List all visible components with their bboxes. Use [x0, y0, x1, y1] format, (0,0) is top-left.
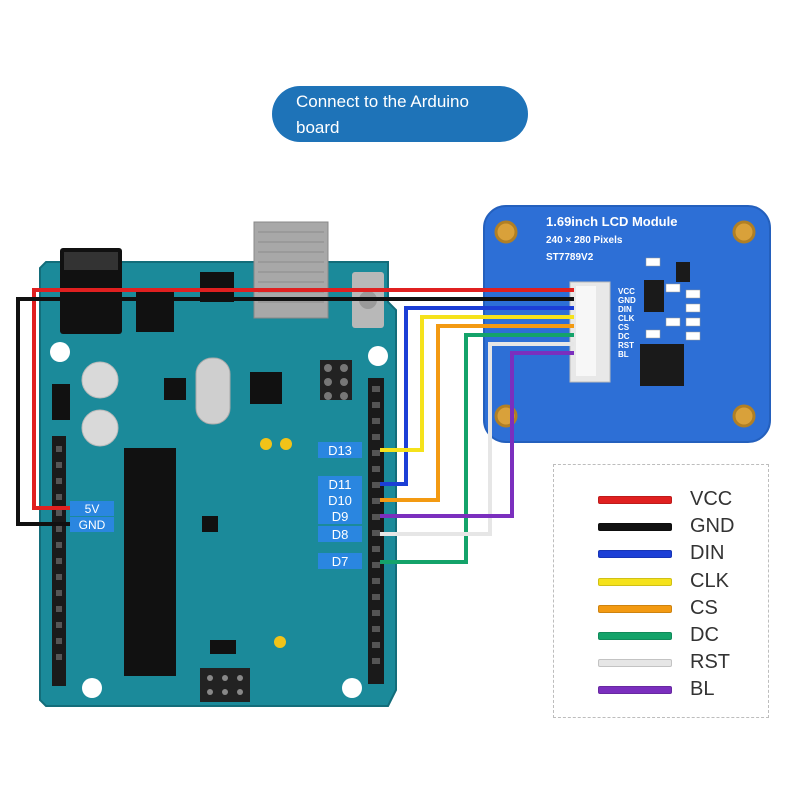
legend-label: RST — [690, 651, 730, 674]
mount-hole — [368, 346, 388, 366]
wire-gnd — [16, 297, 574, 526]
wire-din — [380, 306, 574, 486]
lcd-pin-clk: CLK — [618, 314, 635, 323]
label-d7: D7 — [332, 554, 349, 569]
label-d9: D9 — [332, 509, 349, 524]
lcd-module: 1.69inch LCD Module 240 × 280 Pixels ST7… — [483, 205, 771, 443]
wire-cs — [380, 324, 574, 502]
capacitor — [81, 361, 119, 399]
legend-swatch — [598, 523, 672, 532]
legend-swatch — [598, 550, 672, 559]
lcd-pin-cs: CS — [618, 323, 630, 332]
mount-hole — [50, 342, 70, 362]
wires — [16, 288, 574, 564]
legend-item-gnd: GND — [554, 514, 770, 540]
capacitor — [81, 409, 119, 447]
legend-swatch — [598, 686, 672, 695]
legend-label: GND — [690, 515, 735, 538]
lcd-resolution: 240 × 280 Pixels — [546, 235, 623, 246]
label-5v: 5V — [85, 502, 100, 516]
legend-item-rst: RST — [554, 650, 770, 676]
legend-swatch — [598, 604, 672, 613]
label-d13: D13 — [328, 443, 352, 458]
lcd-mount-hole — [732, 404, 756, 428]
lcd-pin-dc: DC — [618, 332, 630, 341]
lcd-pin-labels: VCC GND DIN CLK CS DC RST BL — [618, 287, 636, 359]
lcd-pin-bl: BL — [618, 350, 629, 359]
lcd-mount-hole — [732, 220, 756, 244]
legend-label: DIN — [690, 542, 725, 565]
wire-clk — [380, 315, 574, 452]
lcd-mount-hole — [494, 220, 518, 244]
lcd-pin-din: DIN — [618, 305, 632, 314]
wire-vcc — [32, 288, 574, 510]
label-gnd: GND — [79, 518, 106, 532]
atmega-chip — [124, 448, 176, 676]
label-d8: D8 — [332, 527, 349, 542]
legend-item-bl: BL — [554, 677, 770, 703]
legend-swatch — [598, 659, 672, 668]
usb-port — [253, 221, 329, 319]
lcd-title: 1.69inch LCD Module — [546, 214, 677, 229]
legend-label: CLK — [690, 569, 729, 592]
lcd-pin-vcc: VCC — [618, 287, 635, 296]
lcd-pin-rst: RST — [618, 341, 634, 350]
label-d11: D11 — [329, 477, 352, 492]
mount-hole — [342, 678, 362, 698]
lcd-chip — [640, 344, 684, 386]
legend-item-clk: CLK — [554, 569, 770, 595]
wire-bl — [380, 351, 574, 518]
legend-item-vcc: VCC — [554, 487, 770, 513]
lcd-driver: ST7789V2 — [546, 252, 594, 263]
legend-item-cs: CS — [554, 596, 770, 622]
wire-rst — [380, 342, 574, 536]
usb-chip — [250, 372, 282, 404]
lcd-pin-gnd: GND — [618, 296, 636, 305]
legend-item-din: DIN — [554, 541, 770, 567]
legend-item-dc: DC — [554, 623, 770, 649]
mount-hole — [82, 678, 102, 698]
crystal — [195, 357, 231, 425]
wire-color-legend: VCC GND DIN CLK CS DC RST BL — [553, 464, 769, 718]
instruction-banner: Connect to the Arduino board — [272, 86, 528, 142]
wire-dc — [380, 333, 574, 564]
legend-label: DC — [690, 624, 719, 646]
legend-swatch — [598, 632, 672, 640]
arduino-board — [39, 221, 397, 707]
legend-swatch — [598, 496, 672, 504]
legend-label: BL — [690, 678, 715, 701]
legend-label: VCC — [690, 488, 733, 510]
arduino-pin-labels: D13 D11 D10 D9 D8 D7 5V GND — [70, 442, 362, 569]
legend-swatch — [598, 577, 672, 586]
label-d10: D10 — [328, 493, 352, 508]
legend-label: CS — [690, 596, 718, 619]
